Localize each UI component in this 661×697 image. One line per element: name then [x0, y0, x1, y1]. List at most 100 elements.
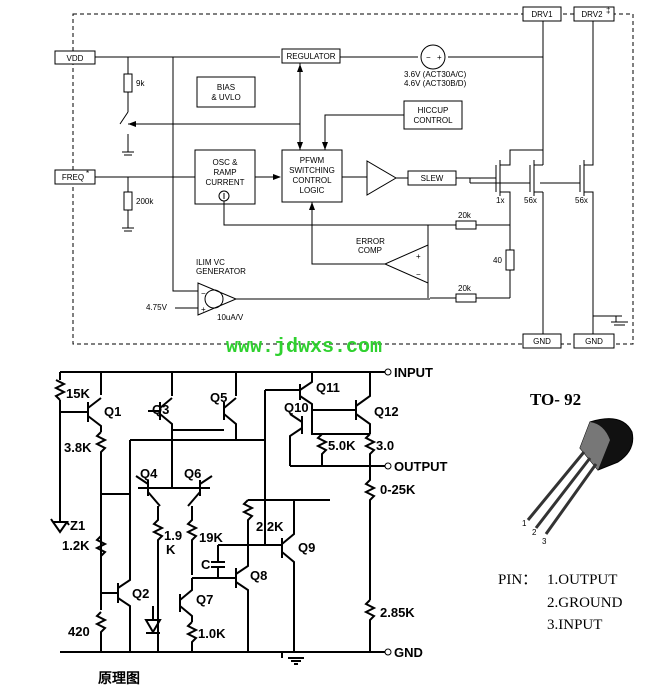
drv1-pin — [522, 6, 562, 22]
q4-q6-pair — [135, 475, 213, 507]
pfwm-block — [281, 149, 343, 203]
m1x-label: 1x — [496, 196, 504, 205]
package-face — [580, 422, 610, 470]
r420-label: 420 — [68, 624, 90, 639]
vref-label-1: 3.6V (ACT30A/C) — [404, 70, 467, 79]
watermark: www.jdwxs.com — [226, 336, 382, 359]
plus-sign: + — [416, 252, 421, 261]
bias-label-2: & UVLO — [211, 93, 240, 102]
output-terminal — [384, 462, 392, 470]
r20k-b — [455, 293, 477, 303]
q8-transistor — [192, 545, 249, 652]
r025k-resistor — [363, 466, 377, 600]
freq-label: FREQ — [62, 173, 84, 182]
block-diagram: VDD 9k REGULATOR − + 3.6V (ACT30A/C) 4.6… — [54, 6, 634, 349]
gnd1-label: GND — [533, 337, 551, 346]
power-rails — [60, 371, 385, 653]
regulator-schematic: INPUT OUTPUT GND 15K Q1 3.8K Z1 1.2K 420… — [50, 365, 448, 687]
vref-label-2: 4.6V (ACT30B/D) — [404, 79, 467, 88]
gm-label: 10uA/V — [217, 313, 244, 322]
r200k-resistor — [123, 191, 133, 211]
gnd-label: GND — [394, 645, 423, 660]
v475-label: 4.75V — [146, 303, 168, 312]
input-label: INPUT — [394, 365, 433, 380]
hiccup-wire — [324, 114, 404, 150]
arrow-icon — [273, 174, 281, 180]
freq-mark: * — [86, 169, 89, 178]
z1-label: Z1 — [70, 518, 85, 533]
r12k-label: 1.2K — [62, 538, 90, 553]
r200k-label: 200k — [136, 197, 154, 206]
r15k-label: 15K — [66, 386, 90, 401]
z1-zener — [50, 518, 70, 534]
sense-wires — [430, 224, 511, 299]
q1-label: Q1 — [104, 404, 121, 419]
error-label-1: ERROR — [356, 237, 385, 246]
pin-2: 2.GROUND — [547, 595, 623, 611]
leg-3: 3 — [542, 537, 547, 546]
input-terminal — [384, 368, 392, 376]
leg-1: 1 — [522, 519, 527, 528]
leg-2: 2 — [532, 528, 537, 537]
r38k-resistor — [94, 431, 108, 610]
r20k-b-label: 20k — [458, 284, 472, 293]
r20k-a-label: 20k — [458, 211, 472, 220]
r38k-label: 3.8K — [64, 440, 92, 455]
r19-label-a: 1.9 — [164, 528, 182, 543]
q7-transistor — [179, 578, 193, 622]
vdd-label: VDD — [67, 54, 84, 63]
q5-transistor — [172, 372, 237, 440]
r20k-a — [455, 220, 477, 230]
r40-resistor — [505, 249, 515, 271]
q12-transistor — [312, 372, 371, 434]
r15k-resistor — [53, 379, 67, 401]
r19-label-b: K — [166, 542, 176, 557]
driver-buffer — [366, 160, 397, 196]
pfwm-label-2: SWITCHING — [289, 166, 335, 175]
q2-label: Q2 — [132, 586, 149, 601]
gnd1-pin — [522, 333, 562, 349]
q7-label: Q7 — [196, 592, 213, 607]
q10-transistor — [289, 413, 303, 466]
arrow-icon — [309, 202, 315, 210]
r420-resistor — [94, 611, 108, 652]
q12-label: Q12 — [374, 404, 399, 419]
regulator-block — [281, 48, 341, 64]
mid-wires — [101, 439, 265, 495]
r22k-label: 2.2K — [256, 519, 284, 534]
gnd-terminal — [384, 648, 392, 656]
pin-3: 3.INPUT — [547, 617, 602, 633]
mosfet-1x — [495, 149, 543, 225]
pfwm-label-4: LOGIC — [300, 186, 325, 195]
hiccup-label-2: CONTROL — [413, 116, 453, 125]
minus-sign: − — [416, 270, 421, 279]
gm-circle-icon — [204, 289, 224, 309]
pfwm-label-1: PFWM — [300, 156, 325, 165]
diode-icon — [144, 606, 162, 634]
osc-ramp-block — [194, 149, 256, 205]
error-label-2: COMP — [358, 246, 382, 255]
vref-source — [420, 44, 446, 70]
bias-label-1: BIAS — [217, 83, 235, 92]
package-leads — [526, 451, 598, 535]
r10k-resistor — [185, 621, 199, 652]
comp-out — [311, 202, 385, 265]
regulator-label: REGULATOR — [286, 52, 335, 61]
r22k-resistor — [241, 499, 255, 545]
ic-boundary — [72, 13, 634, 345]
arrow-icon — [322, 142, 328, 150]
q4-label: Q4 — [140, 466, 158, 481]
r200k-wire — [122, 177, 134, 232]
r285k-label: 2.85K — [380, 605, 415, 620]
q1-transistor — [60, 397, 102, 432]
r025k-label: 0-25K — [380, 482, 416, 497]
minus-sign: − — [426, 53, 431, 62]
bias-uvlo-block — [196, 76, 256, 108]
m56x-a-label: 56x — [524, 196, 537, 205]
q9-label: Q9 — [298, 540, 315, 555]
uvlo-switch — [119, 111, 134, 156]
r50k-label: 5.0K — [328, 438, 356, 453]
q10-label: Q10 — [284, 400, 309, 415]
hiccup-label-1: HICCUP — [418, 106, 449, 115]
